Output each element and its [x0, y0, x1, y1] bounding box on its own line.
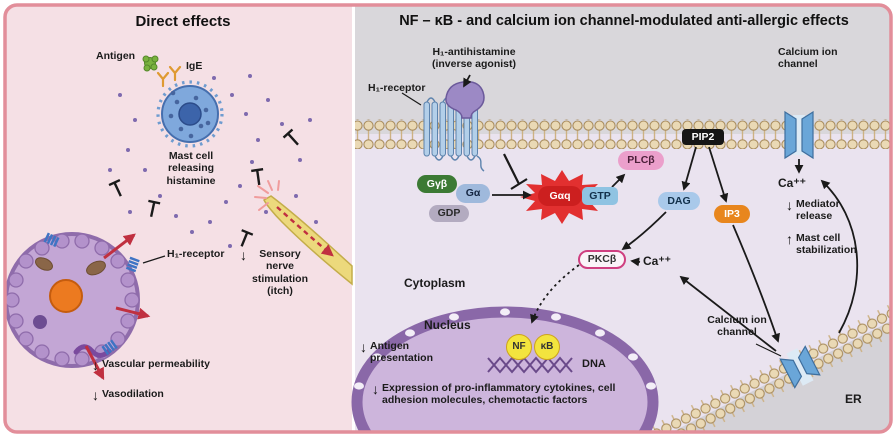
figure-border: [3, 3, 893, 434]
h1-receptor-label-left: H₁-receptor: [167, 248, 225, 260]
ip3-molecule: IP3: [714, 205, 750, 223]
nerve-tip-glow: [254, 180, 280, 211]
antigen-presentation-effect: ↓ Antigen presentation: [360, 339, 434, 365]
nucleus-label: Nucleus: [424, 318, 471, 332]
endothelial-cell: [5, 232, 151, 381]
cytoplasm-label: Cytoplasm: [404, 276, 466, 290]
gtp-molecule: GTP: [582, 187, 618, 205]
h1-antihistamine-label: H₁-antihistamine (inverse agonist): [431, 46, 517, 71]
calcium-channel-top: [784, 110, 814, 160]
dna-label: DNA: [582, 358, 606, 370]
g-alpha-q-protein: Gαq: [538, 186, 582, 206]
permeability-arrows: [84, 233, 151, 381]
gdp-molecule: GDP: [429, 205, 469, 222]
h1-receptor-patches: [43, 232, 140, 356]
label-connector-lines: [142, 92, 782, 357]
antigen-label: Antigen: [96, 50, 136, 62]
pip2-molecule: PIP2: [682, 129, 724, 145]
mast-cell-stabilization-effect: ↑ Mast cell stabilization: [786, 231, 857, 257]
endoplasmic-reticulum: [651, 303, 891, 432]
dag-molecule: DAG: [658, 192, 700, 210]
right-panel-title: NF – κB - and calcium ion channel-modula…: [399, 13, 849, 29]
mediator-release-effect: ↓ Mediator release: [786, 197, 840, 223]
pkc-beta-enzyme: PKCβ: [578, 250, 626, 269]
h1-receptor: [423, 80, 485, 172]
calcium-channel-bottom-label: Calcium ion channel: [707, 314, 767, 339]
plc-beta-enzyme: PLCβ: [618, 151, 664, 170]
ige-antibody-icons: [156, 65, 182, 88]
down-arrow-icon: ↓: [92, 387, 99, 403]
er-label: ER: [845, 392, 862, 406]
expression-effect: ↓ Expression of pro-inflammatory cytokin…: [372, 381, 616, 407]
antigen-molecule: [142, 55, 159, 72]
vasodilation-effect: ↓ Vasodilation: [92, 387, 164, 403]
calcium-channel-top-label: Calcium ion channel: [778, 46, 838, 71]
histamine-dots: [108, 74, 318, 248]
g-gamma-beta-protein: Gγβ: [417, 175, 457, 193]
calcium-extracellular-label: Ca⁺⁺: [778, 176, 807, 190]
sensory-nerve: [254, 180, 353, 286]
vasodilation-squiggle: [73, 344, 112, 358]
g-alpha-protein: Gα: [456, 184, 490, 203]
panel-divider: [352, 5, 355, 432]
mast-cell-label: Mast cell releasing histamine: [166, 150, 216, 187]
calcium-cytosolic-label: Ca⁺⁺: [643, 254, 672, 268]
dna-helix: [487, 356, 573, 374]
pathway-arrows: [463, 74, 859, 352]
h1-receptor-label-right: H₁-receptor: [368, 82, 426, 94]
down-arrow-icon: ↓: [786, 197, 793, 213]
calcium-channel-er: [779, 345, 821, 389]
down-arrow-icon: ↓: [360, 339, 367, 355]
sensory-effect: ↓ Sensory nerve stimulation (itch): [240, 247, 308, 298]
down-arrow-icon: ↓: [372, 381, 379, 397]
left-panel-title: Direct effects: [135, 13, 231, 30]
cell-nucleus: [49, 279, 83, 313]
mast-cell: [156, 80, 224, 148]
vascular-permeability-effect: ↓ Vascular permeability: [92, 357, 210, 373]
itch-signal-arrow: [276, 206, 334, 257]
down-arrow-icon: ↓: [92, 357, 99, 373]
antihistamine-blocker-icons: [108, 128, 299, 247]
nucleus: [351, 306, 659, 432]
kappa-b-transcription-factor: κB: [534, 334, 560, 360]
h1-antihistamine-ligand: [445, 80, 485, 119]
nf-transcription-factor: NF: [506, 334, 532, 360]
up-arrow-icon: ↑: [786, 231, 793, 247]
ige-label: IgE: [186, 60, 203, 72]
down-arrow-icon: ↓: [240, 247, 247, 263]
